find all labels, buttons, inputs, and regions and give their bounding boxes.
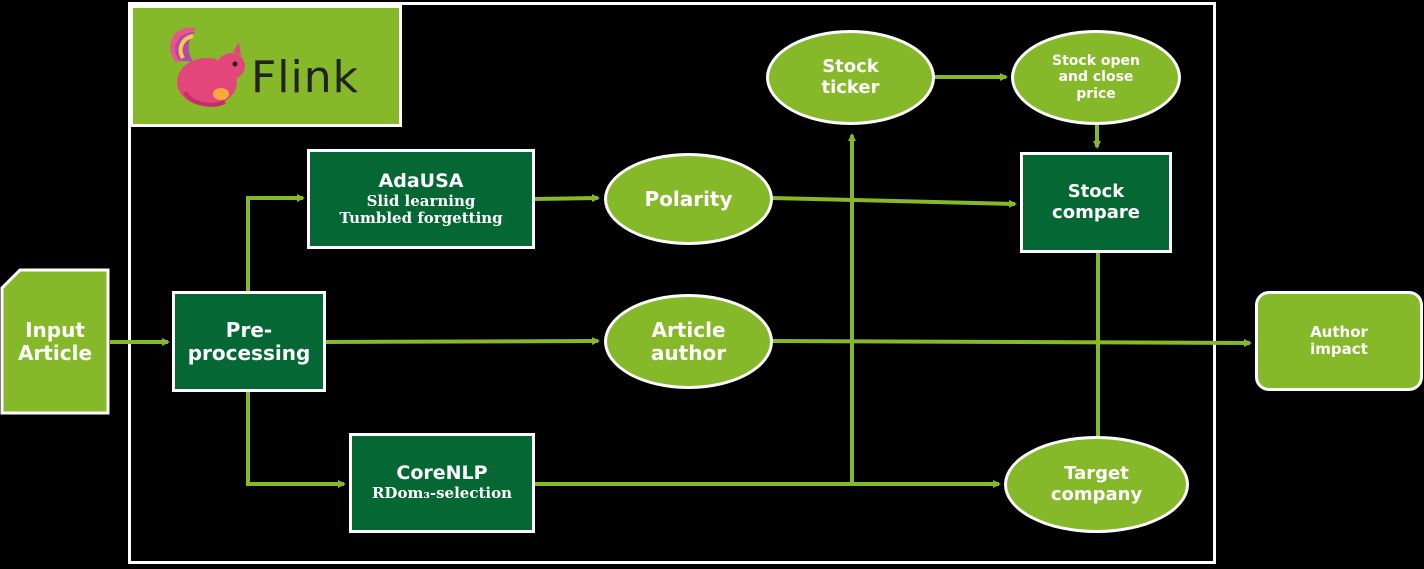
- arrow-preprocessing-to-adausa: [246, 194, 305, 292]
- target-company-label-1: Target: [1064, 462, 1129, 484]
- arrow-polarity-to-compare: [771, 196, 1017, 208]
- preprocessing-label-1: Pre-: [225, 317, 273, 342]
- target-company-node: Target company: [1004, 436, 1189, 533]
- preprocessing-node: Pre- processing: [172, 291, 326, 392]
- stock-compare-label-2: compare: [1052, 201, 1140, 223]
- squirrel-icon: [170, 27, 245, 107]
- corenlp-title: CoreNLP: [396, 462, 488, 485]
- preprocessing-label-2: processing: [187, 340, 311, 365]
- corenlp-line-1: RDom₃-selection: [371, 484, 513, 503]
- stock-price-label-3: price: [1076, 85, 1116, 102]
- adausa-title: AdaUSA: [378, 169, 464, 192]
- input-article-label-2: Article: [17, 340, 93, 365]
- author-impact-node: Author impact: [1255, 291, 1423, 391]
- input-article-label-1: Input: [25, 317, 85, 342]
- article-author-label-1: Article: [651, 317, 726, 342]
- arrow-author-to-impact: [771, 338, 1252, 347]
- adausa-line-1: Slid learning: [366, 191, 476, 210]
- arrow-preprocessing-to-corenlp: [246, 390, 346, 488]
- input-article-node: Input Article: [0, 268, 110, 415]
- stock-ticker-label-1: Stock: [822, 55, 879, 77]
- article-author-label-2: author: [650, 340, 727, 365]
- author-impact-label-1: Author: [1310, 322, 1368, 341]
- stock-price-label-1: Stock open: [1052, 53, 1140, 70]
- stock-ticker-label-2: ticker: [821, 76, 880, 98]
- arrow-preprocessing-to-author: [324, 337, 600, 346]
- flink-logo-text: Flink: [251, 52, 360, 103]
- arrow-adausa-to-polarity: [533, 194, 600, 203]
- stock-compare-node: Stock compare: [1020, 152, 1172, 253]
- article-author-node: Article author: [604, 294, 773, 389]
- flink-frame: [128, 2, 1216, 564]
- stock-price-label-2: and close: [1058, 69, 1134, 86]
- flink-logo: Flink: [130, 5, 402, 127]
- stock-price-node: Stock open and close price: [1011, 30, 1181, 125]
- target-company-label-2: company: [1050, 483, 1143, 505]
- adausa-node: AdaUSA Slid learning Tumbled forgetting: [307, 149, 535, 249]
- polarity-label: Polarity: [644, 186, 733, 211]
- adausa-line-2: Tumbled forgetting: [339, 208, 503, 227]
- polarity-node: Polarity: [604, 153, 773, 245]
- author-impact-label-2: impact: [1310, 340, 1368, 358]
- stock-ticker-node: Stock ticker: [766, 30, 935, 125]
- stock-compare-label-1: Stock: [1067, 180, 1125, 202]
- corenlp-node: CoreNLP RDom₃-selection: [349, 433, 535, 533]
